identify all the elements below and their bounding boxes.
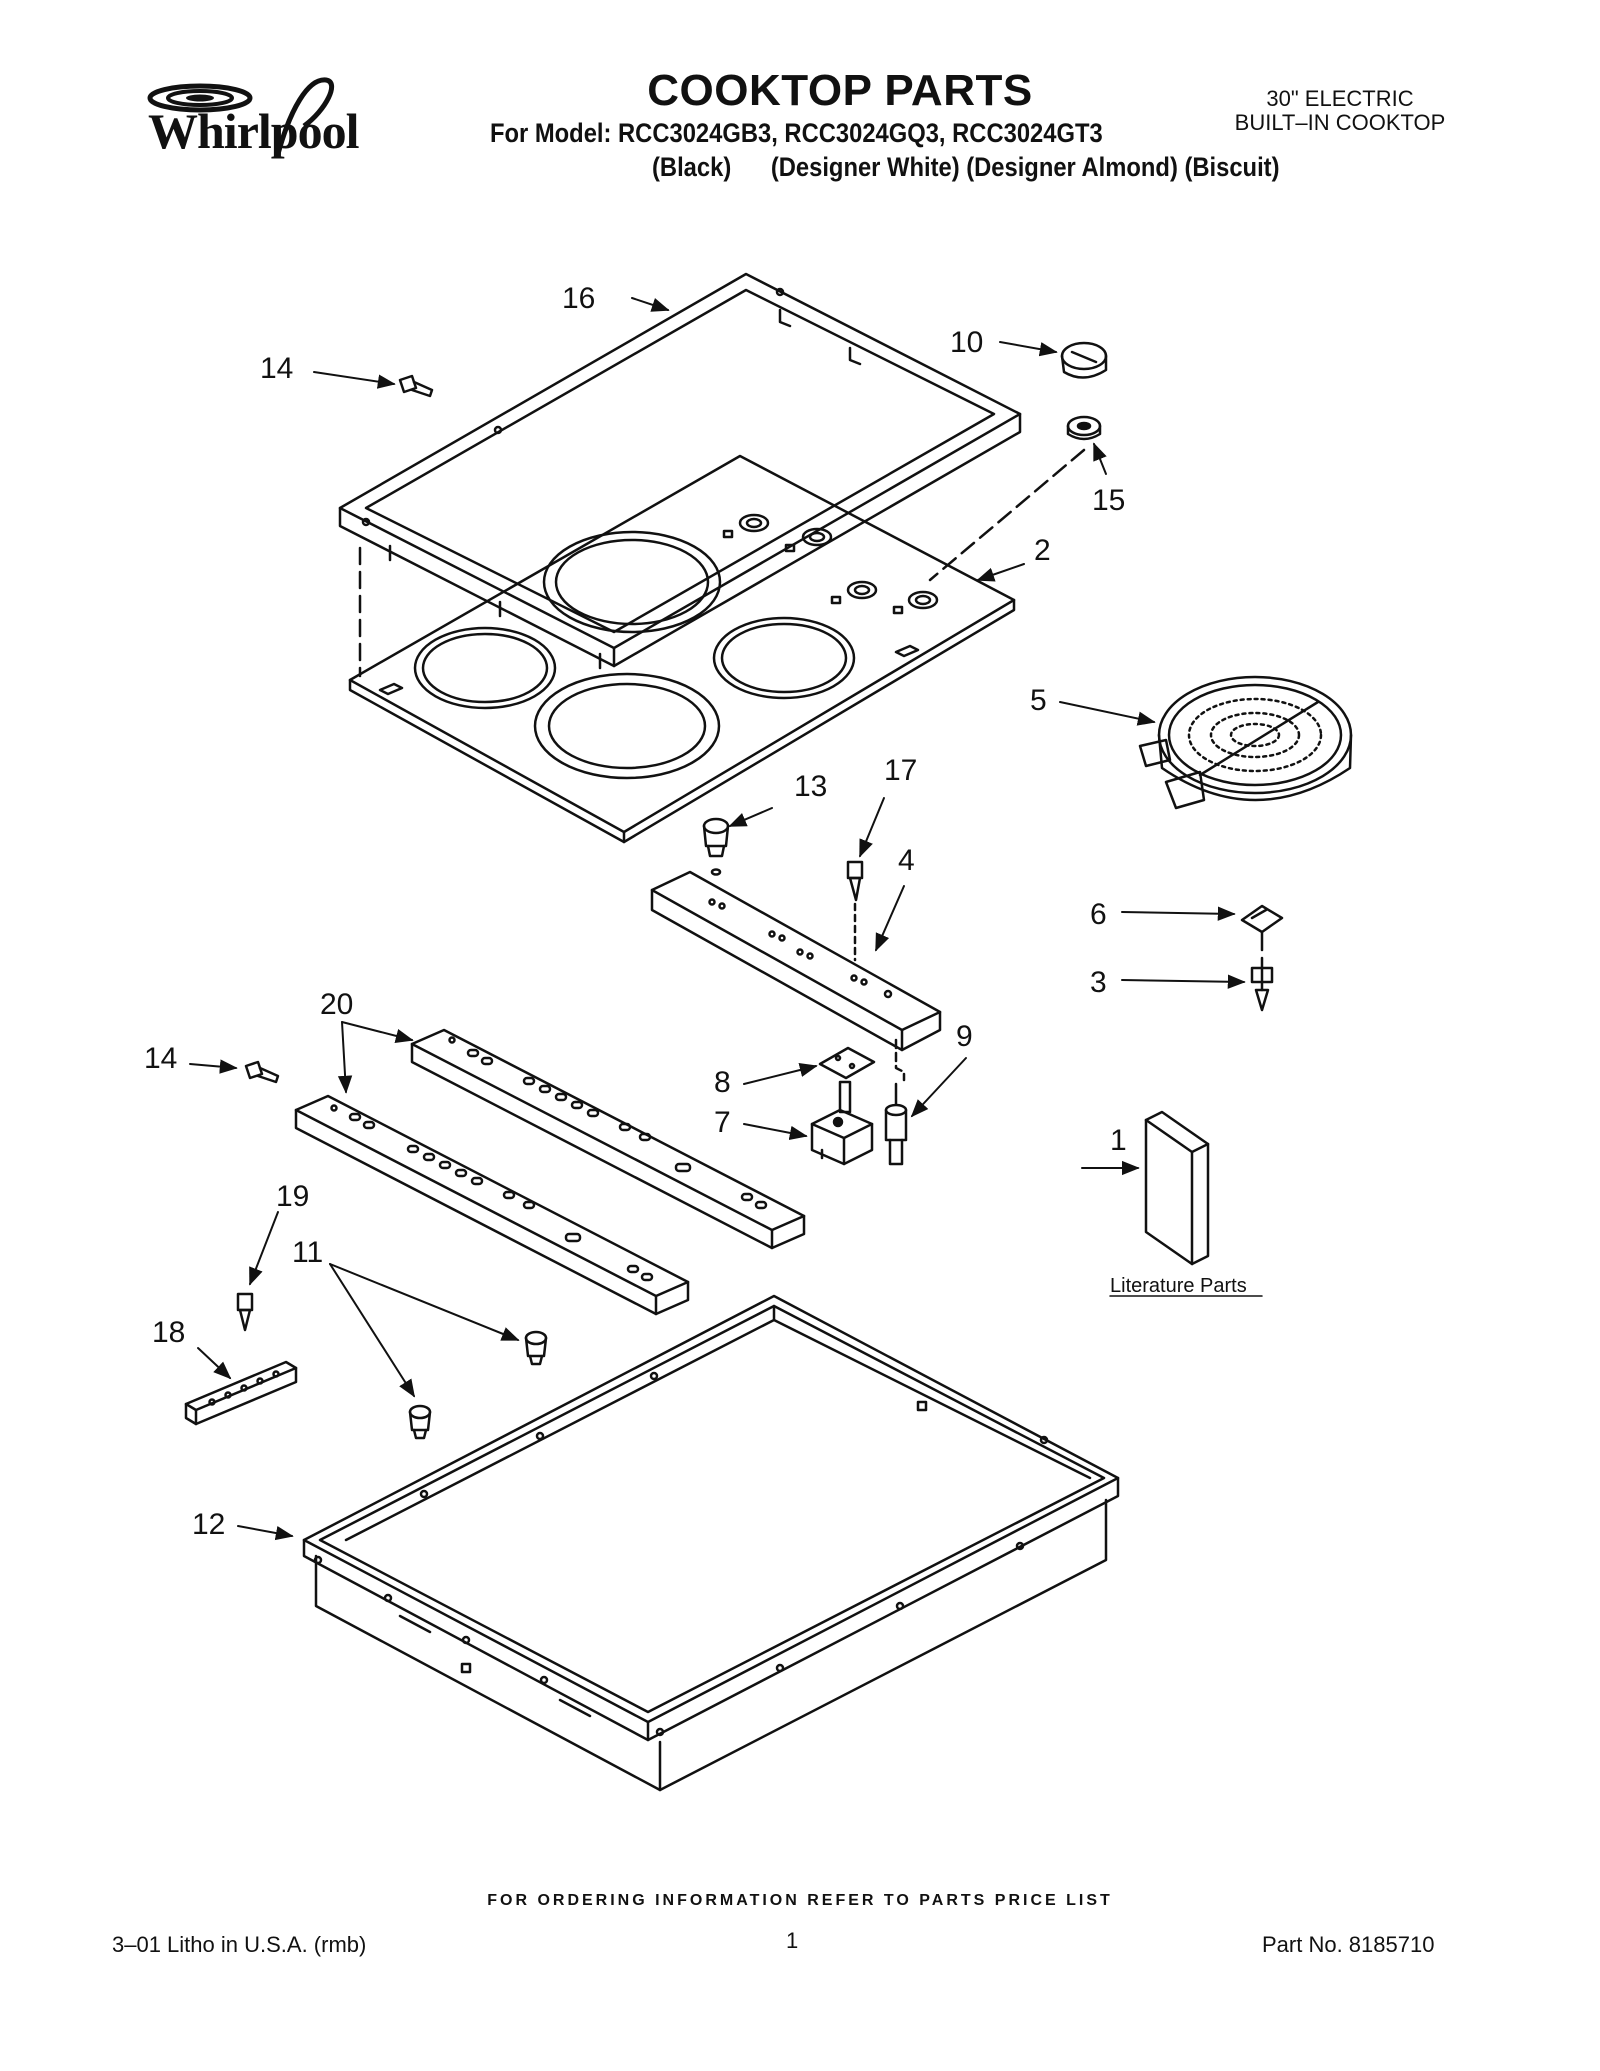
- part-3-screw: [1250, 956, 1274, 1012]
- part-17-screw: [846, 860, 864, 962]
- model-numbers: For Model: RCC3024GB3, RCC3024GQ3, RCC30…: [490, 118, 1103, 148]
- callout-6: 6: [1090, 898, 1107, 931]
- callout-18: 18: [152, 1316, 185, 1349]
- callout-3: 3: [1090, 966, 1107, 999]
- part-20-bracket-rear: [410, 1028, 806, 1250]
- callout-13: 13: [794, 770, 827, 803]
- whirlpool-swirl-logo: [147, 77, 334, 155]
- callout-10: 10: [950, 326, 983, 359]
- callout-leaders: [189, 297, 1246, 1541]
- callout-4: 4: [898, 844, 915, 877]
- part-18-small-bracket: [184, 1360, 298, 1426]
- part-4-bracket: [650, 870, 942, 1082]
- callout-15: 15: [1092, 484, 1125, 517]
- callout-17: 17: [884, 754, 917, 787]
- part-15-knob-bezel: [928, 415, 1102, 582]
- callout-2: 2: [1034, 534, 1051, 567]
- part-6-clip: [1240, 904, 1284, 952]
- part-1-literature-booklet: [1144, 1110, 1210, 1266]
- part-2-glass-cooktop: [348, 454, 1016, 844]
- part-number: Part No. 8185710: [1262, 1932, 1435, 1957]
- part-20-bracket-front: [294, 1094, 690, 1316]
- model-colors: (Black) (Designer White) (Designer Almon…: [652, 152, 1280, 182]
- callout-1: 1: [1110, 1124, 1127, 1157]
- ordering-note: FOR ORDERING INFORMATION REFER TO PARTS …: [487, 1892, 1113, 1909]
- part-12-cooktop-box: [302, 1294, 1120, 1792]
- callout-9: 9: [956, 1020, 973, 1053]
- part-14-screw-upper: [398, 374, 434, 398]
- callout-20: 20: [320, 988, 353, 1021]
- part-5-radiant-element: [1138, 675, 1353, 810]
- callout-5: 5: [1030, 684, 1047, 717]
- part-16-trim-frame: [338, 272, 1022, 670]
- literature-parts-label: Literature Parts: [1110, 1275, 1247, 1297]
- callout-16: 16: [562, 282, 595, 315]
- burner-ring-left-rear: [413, 626, 557, 710]
- callout-19: 19: [276, 1180, 309, 1213]
- part-9-sensor: [884, 1082, 908, 1166]
- part-8-plate: [818, 1046, 876, 1080]
- burner-ring-right-front: [712, 616, 856, 700]
- print-info: 3–01 Litho in U.S.A. (rmb): [112, 1932, 367, 1957]
- part-11-grommet-front: [408, 1404, 432, 1440]
- callout-8: 8: [714, 1066, 731, 1099]
- callout-14-lower: 14: [144, 1042, 177, 1075]
- burner-ring-rear-large: [542, 530, 722, 634]
- brand-wordmark: Whirlpool: [148, 103, 359, 159]
- part-14-screw-lower: [244, 1060, 280, 1084]
- callout-11: 11: [292, 1236, 323, 1269]
- appliance-type-line-1: 30" ELECTRIC: [1266, 86, 1414, 111]
- part-7-switch: [810, 1080, 874, 1166]
- part-10-control-knob: [1060, 341, 1108, 379]
- part-19-screw: [236, 1292, 254, 1332]
- page-number: 1: [786, 1928, 799, 1953]
- appliance-type-line-2: BUILT–IN COOKTOP: [1234, 110, 1446, 135]
- burner-ring-front-large: [533, 672, 721, 780]
- page-title: COOKTOP PARTS: [647, 66, 1033, 115]
- part-11-grommet-rear: [524, 1330, 548, 1366]
- part-13-grommet: [702, 817, 730, 876]
- callout-12: 12: [192, 1508, 225, 1541]
- callout-7: 7: [714, 1106, 731, 1139]
- callout-14-upper: 14: [260, 352, 293, 385]
